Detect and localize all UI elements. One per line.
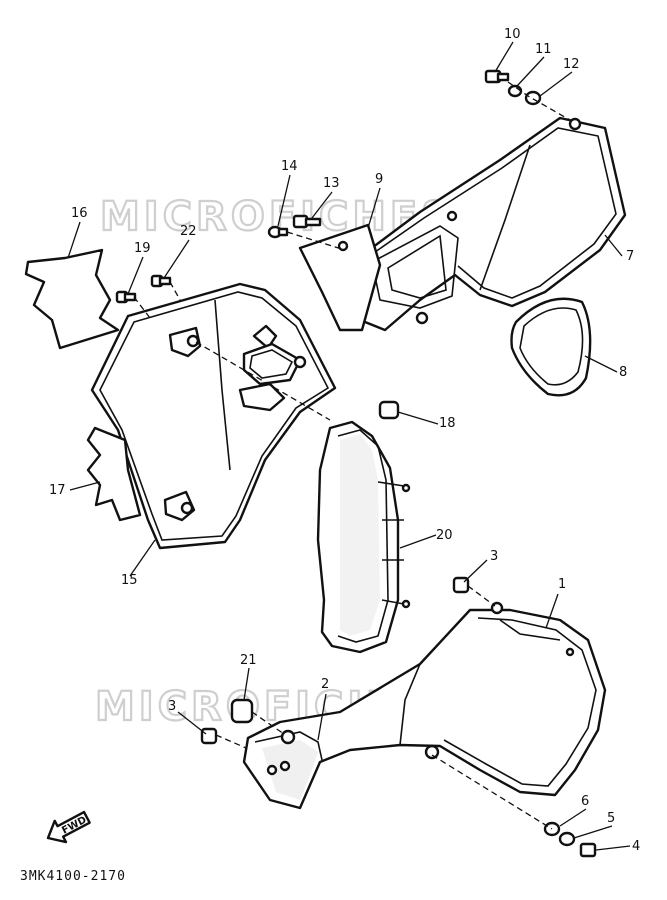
callout-14: 14 — [281, 159, 298, 174]
callout-9: 9 — [375, 172, 383, 187]
lower-side-cover — [242, 601, 607, 810]
callout-17: 17 — [49, 483, 66, 498]
callout-21: 21 — [240, 653, 257, 668]
callout-22: 22 — [180, 224, 197, 239]
side-plate-lower — [86, 426, 142, 522]
callout-13: 13 — [323, 176, 340, 191]
callout-7: 7 — [626, 249, 634, 264]
callout-8: 8 — [619, 365, 627, 380]
callout-20: 20 — [436, 528, 453, 543]
callout-2: 2 — [321, 677, 329, 692]
callout-12: 12 — [563, 57, 580, 72]
air-box-cover — [343, 116, 627, 332]
callout-15: 15 — [121, 573, 138, 588]
side-plate-upper — [24, 248, 120, 350]
assembly-lines — [133, 81, 571, 830]
callout-18: 18 — [439, 416, 456, 431]
callout-labels: 1 2 3 3 4 5 6 7 8 9 10 11 12 13 14 15 16… — [49, 27, 640, 854]
callout-10: 10 — [504, 27, 521, 42]
callout-5: 5 — [607, 811, 615, 826]
callout-1: 1 — [558, 577, 566, 592]
leader-lines — [67, 41, 631, 851]
cover-gasket — [298, 223, 382, 332]
callout-19: 19 — [134, 241, 151, 256]
forward-arrow-icon: FWD — [46, 810, 91, 844]
callout-11: 11 — [535, 42, 552, 57]
callout-16: 16 — [71, 206, 88, 221]
callout-6: 6 — [581, 794, 589, 809]
mount-bar — [316, 420, 411, 654]
seal-ring — [510, 297, 592, 397]
callout-4: 4 — [632, 839, 640, 854]
callout-3-lower: 3 — [168, 699, 176, 714]
part-code: 3MK4100-2170 — [20, 869, 126, 884]
callout-3-upper: 3 — [490, 549, 498, 564]
